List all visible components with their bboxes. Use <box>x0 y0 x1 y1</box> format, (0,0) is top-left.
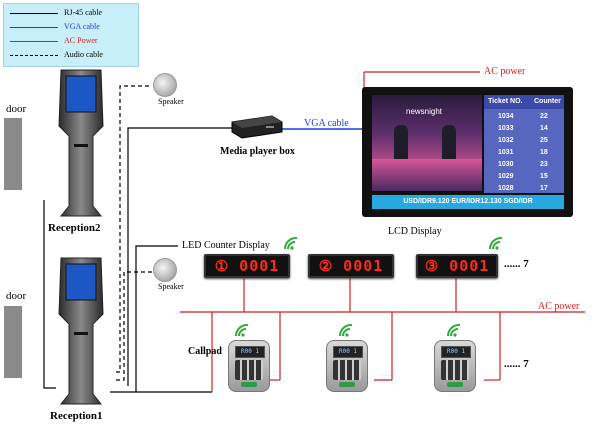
callpad-2: R00 1 <box>326 340 368 392</box>
legend-row-ac: AC Power <box>10 34 134 48</box>
callpad-call-button <box>241 382 257 387</box>
ticket-cell: 1031 <box>498 149 514 156</box>
ticket-cell: 1034 <box>498 113 514 120</box>
door-label-bottom: door <box>6 290 27 302</box>
led-more-indicator: ...... 7 <box>504 258 529 270</box>
callpad-call-button <box>447 382 463 387</box>
reception1-label: Reception1 <box>50 410 103 422</box>
kiosk-reception1 <box>58 257 104 405</box>
audio-cable-bottom <box>116 271 152 381</box>
ticket-cell: 1030 <box>498 161 514 168</box>
lcd-video-caption: newsnight <box>406 107 443 116</box>
legend-row-audio: Audio cable <box>10 48 134 62</box>
wifi-icon <box>234 323 249 337</box>
door-top <box>4 118 22 190</box>
counter-cell: 17 <box>540 185 548 192</box>
callpad-screen: R00 1 <box>333 346 363 358</box>
door-bottom <box>4 306 22 378</box>
rj45-reception-link <box>43 200 56 389</box>
ticket-cell: 1032 <box>498 137 514 144</box>
speaker-label-bottom: Speaker <box>158 282 184 291</box>
ticket-cell: 1029 <box>498 173 514 180</box>
wifi-icon <box>446 323 461 337</box>
lcd-display-label: LCD Display <box>388 226 442 237</box>
cable-legend: RJ-45 cable VGA cable AC Power Audio cab… <box>3 3 139 67</box>
counter-cell: 15 <box>540 173 548 180</box>
speaker-icon-bottom <box>153 258 177 282</box>
led-counter-display-2: ② 0001 <box>308 254 394 278</box>
ticket-cell: 1028 <box>498 185 514 192</box>
counter-cell: 22 <box>540 113 548 120</box>
led-display-text: ③ 0001 <box>424 257 490 275</box>
counter-cell: 25 <box>540 137 548 144</box>
wifi-icon <box>283 236 298 250</box>
legend-row-vga: VGA cable <box>10 20 134 34</box>
rj45-led-bus-left <box>135 245 178 392</box>
counter-cell: 18 <box>540 149 548 156</box>
counter-cell: 14 <box>540 125 548 132</box>
callpad-screen: R00 1 <box>235 346 265 358</box>
table-header-ticket: Ticket NO. <box>488 98 523 105</box>
wifi-icon <box>338 323 353 337</box>
led-display-text: ② 0001 <box>318 257 384 275</box>
speaker-icon-top <box>153 73 177 97</box>
callpad-screen: R00 1 <box>441 346 471 358</box>
speaker-label-top: Speaker <box>158 97 184 106</box>
led-counter-display-label: LED Counter Display <box>182 240 270 251</box>
media-player-label: Media player box <box>220 146 295 157</box>
callpad-keypad <box>235 360 263 380</box>
lcd-ticker: USD/IDR9.120 EUR/IDR12.130 SGD/IDR <box>372 195 564 209</box>
counter-cell: 23 <box>540 161 548 168</box>
lcd-video-pane: newsnight <box>372 95 482 191</box>
led-display-text: ① 0001 <box>214 257 280 275</box>
led-counter-display-3: ③ 0001 <box>416 254 498 278</box>
door-label-top: door <box>6 103 27 115</box>
callpad-keypad <box>441 360 469 380</box>
callpad-more-indicator: ...... 7 <box>504 358 529 370</box>
callpad-3: R00 1 <box>434 340 476 392</box>
media-player-box-icon <box>231 115 283 139</box>
wifi-icon <box>488 236 503 250</box>
kiosk-reception2 <box>58 69 104 217</box>
table-header-counter: Counter <box>534 98 561 105</box>
legend-label: AC Power <box>64 36 98 45</box>
callpad-keypad <box>333 360 361 380</box>
ac-power-label-mid: AC power <box>538 301 580 312</box>
legend-label: RJ-45 cable <box>64 8 102 17</box>
audio-cable-top <box>116 85 152 373</box>
led-counter-display-1: ① 0001 <box>204 254 290 278</box>
ticket-cell: 1033 <box>498 125 514 132</box>
callpad-label: Callpad <box>188 346 222 357</box>
reception2-label: Reception2 <box>48 222 101 234</box>
lcd-display: newsnight Ticket NO. Counter 1034 22 103… <box>362 87 573 217</box>
lcd-ticket-table: Ticket NO. Counter 1034 22 1033 14 1032 … <box>484 95 564 193</box>
ac-power-label-top: AC power <box>484 66 526 77</box>
vga-cable-label: VGA cable <box>304 118 349 129</box>
legend-label: VGA cable <box>64 22 100 31</box>
callpad-call-button <box>339 382 355 387</box>
rj45-to-media-box <box>127 127 232 386</box>
legend-label: Audio cable <box>64 50 103 59</box>
callpad-1: R00 1 <box>228 340 270 392</box>
legend-row-rj45: RJ-45 cable <box>10 6 134 20</box>
